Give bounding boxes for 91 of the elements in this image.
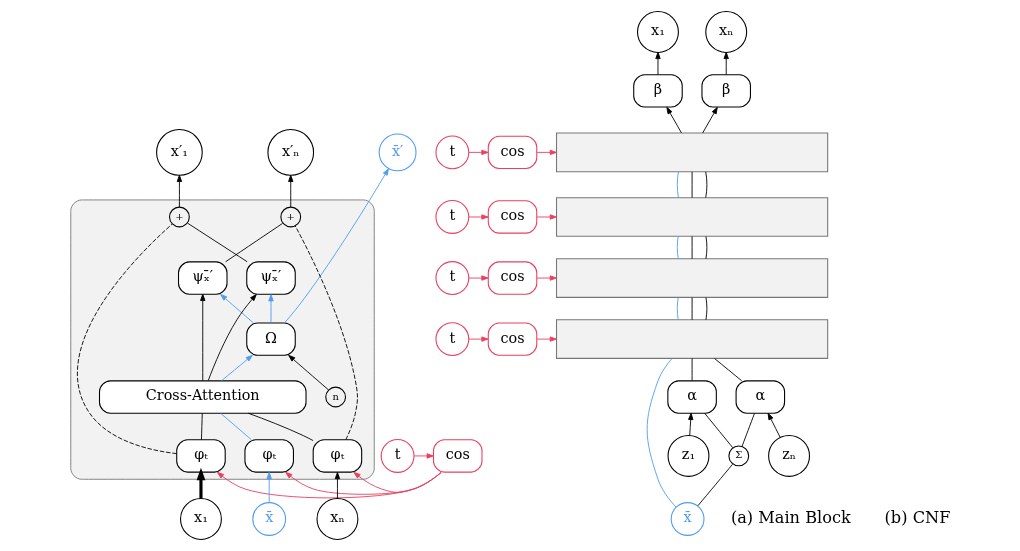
arrow xyxy=(701,106,718,134)
arrow xyxy=(219,293,253,324)
arrow xyxy=(287,174,293,208)
connector xyxy=(247,412,314,441)
node-circle: + xyxy=(279,206,301,228)
arrow xyxy=(176,174,182,208)
node-circle: xₙ xyxy=(315,498,358,540)
node-circle: x̄ xyxy=(251,502,286,536)
node-circle: zₙ xyxy=(767,434,810,477)
node-bar xyxy=(555,319,828,359)
connector xyxy=(704,171,707,199)
node-circle: t xyxy=(434,200,469,234)
node-circle: x₁ xyxy=(636,11,679,53)
arrow xyxy=(266,471,272,503)
node-box: cos xyxy=(487,322,537,356)
node-box: ψₓ̄′ xyxy=(177,261,228,295)
arrow xyxy=(334,472,340,499)
node-box: cos xyxy=(487,261,537,295)
connector xyxy=(713,358,742,382)
arrow xyxy=(536,336,557,342)
arrow xyxy=(654,51,661,76)
node-bar xyxy=(555,197,828,237)
node-bar xyxy=(555,132,828,173)
arrow xyxy=(536,149,557,156)
arrow xyxy=(352,471,442,493)
arrow xyxy=(468,214,488,220)
arrow xyxy=(287,354,329,391)
node-circle: z₁ xyxy=(667,434,709,477)
connector xyxy=(676,171,679,199)
connector xyxy=(200,412,203,441)
arrow xyxy=(413,453,434,459)
node-circle: t xyxy=(380,439,415,473)
arrow xyxy=(283,168,389,324)
connector xyxy=(697,463,733,507)
arrow xyxy=(196,467,205,499)
arrow xyxy=(665,106,682,134)
arrow xyxy=(767,412,781,439)
connector xyxy=(691,358,693,382)
connector xyxy=(676,236,679,260)
node-circle: t xyxy=(434,261,469,295)
connector xyxy=(186,222,248,263)
node-box: β xyxy=(700,74,751,108)
arrow xyxy=(468,275,488,281)
node-circle: + xyxy=(168,206,190,228)
node-circle: xₙ xyxy=(704,11,747,53)
node-box: α xyxy=(666,380,717,414)
node-box: Cross-Attention xyxy=(98,380,307,414)
node-circle: x̄′ xyxy=(378,133,417,172)
node-box: ψₓ̄′ xyxy=(245,261,296,295)
node-box: cos xyxy=(487,200,537,234)
connector xyxy=(224,222,283,263)
arrow xyxy=(216,471,442,499)
arrow xyxy=(207,294,257,381)
arrow xyxy=(199,293,205,382)
arrow xyxy=(536,275,557,281)
node-circle: x′ₙ xyxy=(266,129,314,176)
connector xyxy=(646,358,676,508)
arrow xyxy=(468,149,488,156)
label: (b) CNF xyxy=(884,507,950,527)
node-box: φₜ xyxy=(312,439,362,473)
node-circle: x′₁ xyxy=(155,129,203,176)
connector xyxy=(703,412,733,449)
connector xyxy=(294,225,358,441)
node-box: Ω xyxy=(245,322,296,356)
node-bar xyxy=(555,258,828,298)
connector xyxy=(219,412,252,441)
node-box: β xyxy=(632,74,683,108)
node-circle: n xyxy=(324,386,346,408)
connector xyxy=(704,236,707,260)
node-circle: t xyxy=(434,135,469,170)
arrow xyxy=(687,412,693,436)
connector xyxy=(76,223,177,455)
connector xyxy=(704,297,707,321)
node-circle: x₁ xyxy=(179,498,222,540)
arrow xyxy=(468,336,488,342)
arrow xyxy=(220,354,253,382)
arrow xyxy=(267,294,274,324)
node-box: α xyxy=(735,380,785,414)
node-circle: Σ xyxy=(727,445,749,467)
node-box: φₜ xyxy=(243,439,294,473)
arrow xyxy=(723,51,729,76)
arrow xyxy=(536,214,557,220)
node-box: φₜ xyxy=(175,439,226,473)
label: (a) Main Block xyxy=(730,507,851,527)
node-box: cos xyxy=(432,439,483,473)
node-box: cos xyxy=(487,135,537,170)
arrow xyxy=(284,471,442,495)
connector xyxy=(741,412,755,447)
node-circle: x̄ xyxy=(670,502,705,536)
node-circle: t xyxy=(434,322,469,357)
connector xyxy=(676,297,679,321)
